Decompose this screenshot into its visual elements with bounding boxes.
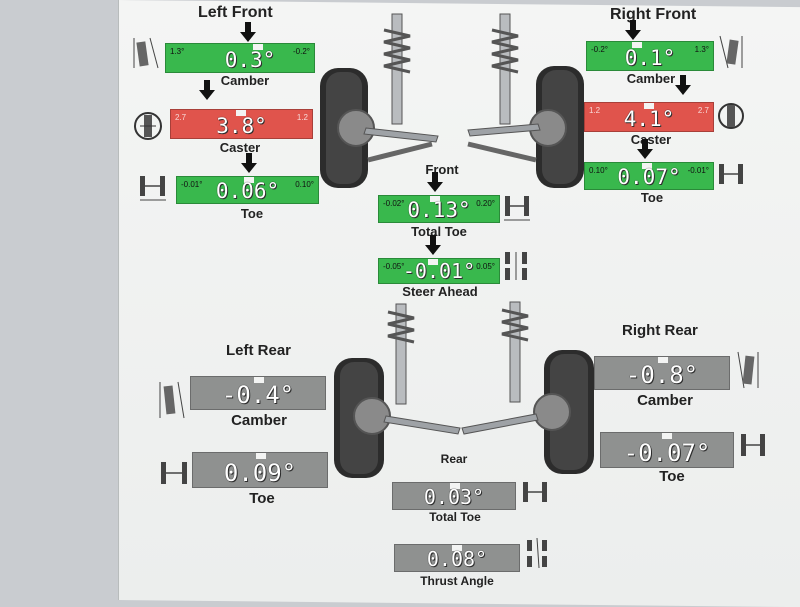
rr-camber-meter: -0.8° bbox=[594, 356, 730, 390]
steer-ahead-meter: -0.05° 0.05° -0.01° bbox=[378, 235, 500, 284]
lf-caster-pointer-icon bbox=[199, 80, 215, 100]
rear-suspension-illustration bbox=[334, 301, 594, 478]
rf-caster-pointer-icon bbox=[675, 75, 691, 95]
lf-caster-label: Caster bbox=[219, 140, 261, 155]
camber-gauge-icon bbox=[133, 37, 159, 69]
lf-caster-max: 1.2 bbox=[296, 113, 308, 122]
right-front-title: Right Front bbox=[610, 6, 697, 23]
front-total-toe-value: 0.13° bbox=[407, 198, 471, 222]
caster-gauge-icon bbox=[718, 103, 744, 129]
rf-camber-value: 0.1° bbox=[624, 46, 676, 70]
thrust-angle-meter: 0.08° bbox=[394, 544, 520, 572]
rear-total-toe-label: Total Toe bbox=[429, 510, 481, 524]
rf-camber-label: Camber bbox=[626, 71, 676, 86]
rf-toe-label: Toe bbox=[640, 190, 664, 205]
lr-toe-label: Toe bbox=[249, 490, 275, 507]
steer-ahead-pointer-icon bbox=[425, 235, 441, 255]
camber-gauge-icon bbox=[737, 351, 759, 389]
rf-caster-value: 4.1° bbox=[623, 107, 675, 131]
lf-camber-max: -0.2° bbox=[293, 47, 310, 56]
rear-center-title: Rear bbox=[440, 452, 468, 466]
lf-camber-label: Camber bbox=[220, 73, 270, 88]
right-rear-title: Right Rear bbox=[622, 322, 698, 339]
lf-caster-value: 3.8° bbox=[216, 114, 267, 138]
rf-camber-meter: -0.2° 1.3° 0.1° bbox=[586, 20, 714, 71]
steer-ahead-icon bbox=[505, 252, 527, 280]
rr-toe-label: Toe bbox=[659, 468, 685, 485]
lr-camber-value: -0.4° bbox=[221, 381, 295, 409]
front-center-title: Front bbox=[425, 162, 459, 177]
rf-camber-pointer-icon bbox=[625, 20, 641, 40]
rear-total-toe-value: 0.03° bbox=[423, 485, 485, 509]
rf-toe-min: 0.10° bbox=[589, 166, 608, 175]
front-total-toe-meter: -0.02° 0.20° 0.13° bbox=[378, 172, 500, 223]
thrust-angle-value: 0.08° bbox=[426, 547, 488, 571]
lr-camber-meter: -0.4° bbox=[190, 376, 326, 410]
front-total-toe-max: 0.20° bbox=[476, 199, 495, 208]
lf-toe-meter: -0.01° 0.10° 0.06° bbox=[176, 153, 319, 204]
lf-toe-value: 0.06° bbox=[215, 179, 280, 203]
lr-toe-meter: 0.09° bbox=[192, 452, 328, 488]
camber-gauge-icon bbox=[719, 35, 743, 69]
rf-toe-pointer-icon bbox=[637, 139, 653, 159]
rf-caster-min: 1.2 bbox=[589, 106, 601, 115]
lf-toe-max: 0.10° bbox=[295, 180, 314, 189]
left-rear-title: Left Rear bbox=[226, 342, 292, 359]
steer-ahead-value: -0.01° bbox=[402, 259, 476, 283]
rr-camber-value: -0.8° bbox=[625, 361, 699, 389]
rf-caster-meter: 1.2 2.7 4.1° bbox=[584, 75, 714, 132]
lf-camber-pointer-icon bbox=[240, 22, 256, 42]
rf-caster-max: 2.7 bbox=[697, 106, 709, 115]
thrust-angle-label: Thrust Angle bbox=[420, 574, 494, 588]
caster-gauge-icon bbox=[134, 112, 162, 140]
total-toe-icon bbox=[504, 196, 530, 221]
lf-toe-min: -0.01° bbox=[181, 180, 203, 189]
rf-toe-max: -0.01° bbox=[687, 166, 709, 175]
front-suspension-illustration bbox=[320, 13, 584, 188]
rf-toe-value: 0.07° bbox=[617, 165, 681, 189]
lf-camber-min: 1.3° bbox=[170, 47, 185, 56]
front-total-toe-pointer-icon bbox=[427, 172, 443, 192]
rr-camber-label: Camber bbox=[637, 392, 693, 409]
lf-caster-meter: 2.7 1.2 3.8° bbox=[170, 80, 313, 139]
toe-gauge-icon bbox=[140, 176, 166, 201]
toe-gauge-icon bbox=[741, 434, 765, 456]
rf-caster-label: Caster bbox=[630, 132, 672, 147]
rf-camber-min: -0.2° bbox=[591, 45, 608, 54]
rf-toe-meter: 0.10° -0.01° 0.07° bbox=[584, 139, 714, 190]
lf-camber-value: 0.3° bbox=[224, 48, 276, 72]
rear-total-toe-meter: 0.03° bbox=[392, 482, 516, 510]
lr-toe-value: 0.09° bbox=[223, 459, 297, 487]
lr-camber-label: Camber bbox=[231, 412, 287, 429]
steer-ahead-label: Steer Ahead bbox=[402, 284, 478, 299]
lf-toe-pointer-icon bbox=[241, 153, 257, 173]
rr-toe-value: -0.07° bbox=[623, 439, 711, 467]
steer-ahead-max: 0.05° bbox=[476, 262, 495, 271]
rr-toe-meter: -0.07° bbox=[600, 432, 734, 468]
lf-toe-label: Toe bbox=[240, 206, 264, 221]
camber-gauge-icon bbox=[159, 381, 185, 419]
rf-camber-max: 1.3° bbox=[694, 45, 709, 54]
toe-gauge-icon bbox=[161, 462, 187, 484]
steer-ahead-min: -0.05° bbox=[383, 262, 405, 271]
front-total-toe-label: Total Toe bbox=[411, 224, 467, 239]
lf-camber-meter: 1.3° -0.2° 0.3° bbox=[165, 22, 315, 73]
toe-gauge-icon bbox=[719, 164, 743, 184]
front-total-toe-min: -0.02° bbox=[383, 199, 405, 208]
thrust-angle-icon bbox=[527, 537, 547, 569]
lf-caster-min: 2.7 bbox=[175, 113, 187, 122]
total-toe-icon bbox=[523, 482, 547, 502]
left-front-title: Left Front bbox=[198, 4, 273, 21]
